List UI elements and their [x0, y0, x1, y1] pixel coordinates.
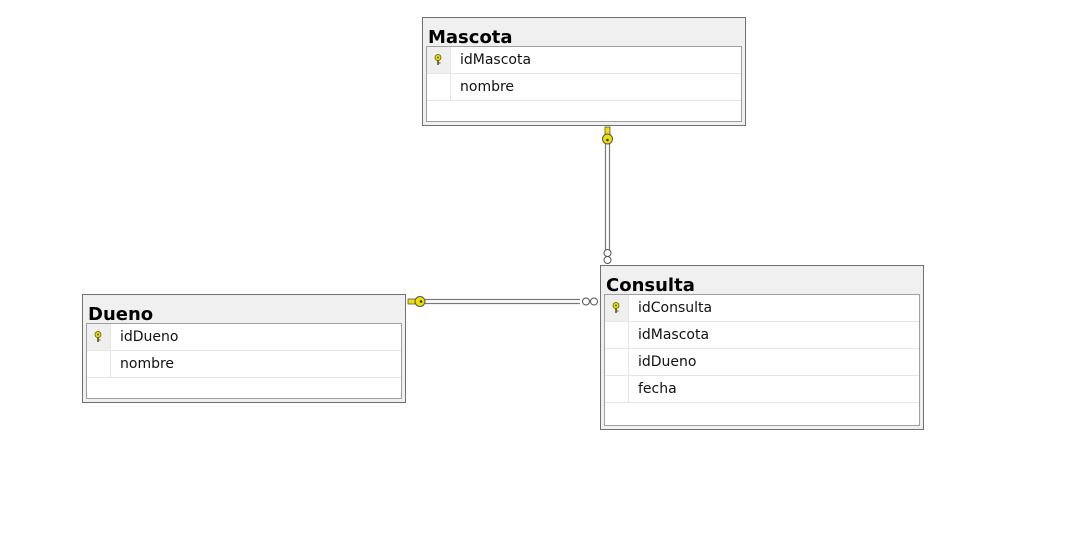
relationship-mascota-consulta[interactable] — [602, 126, 613, 264]
table-title: Dueno — [88, 304, 154, 325]
column-row[interactable]: idDueno — [87, 324, 401, 351]
column-name: idMascota — [638, 327, 710, 343]
table-consulta[interactable]: Consulta idConsulta idMascota idDueno fe… — [600, 265, 924, 430]
column-name: idConsulta — [638, 300, 713, 316]
gutter — [605, 349, 629, 375]
table-mascota[interactable]: Mascota idMascota nombre — [422, 17, 746, 126]
gutter — [427, 47, 451, 73]
table-body: idDueno nombre — [86, 323, 402, 399]
empty-row — [87, 378, 401, 402]
column-name: idDueno — [120, 329, 179, 345]
column-row[interactable]: idDueno — [605, 349, 919, 376]
table-body: idMascota nombre — [426, 46, 742, 122]
column-name: idMascota — [460, 52, 532, 68]
infinity-icon — [603, 249, 612, 264]
key-icon — [407, 296, 426, 307]
empty-row — [605, 403, 919, 427]
column-name: nombre — [460, 79, 515, 95]
column-row[interactable]: idMascota — [605, 322, 919, 349]
primary-key-icon — [94, 331, 102, 342]
table-title: Mascota — [428, 27, 513, 48]
table-title: Consulta — [606, 275, 695, 296]
table-dueno[interactable]: Dueno idDueno nombre — [82, 294, 406, 403]
column-name: idDueno — [638, 354, 697, 370]
key-icon — [602, 126, 613, 145]
table-body: idConsulta idMascota idDueno fecha — [604, 294, 920, 426]
column-row[interactable]: fecha — [605, 376, 919, 403]
primary-key-icon — [434, 54, 442, 65]
primary-key-icon — [612, 302, 620, 313]
infinity-icon — [582, 297, 598, 306]
column-row[interactable]: idMascota — [427, 47, 741, 74]
column-row[interactable]: nombre — [427, 74, 741, 101]
column-row[interactable]: idConsulta — [605, 295, 919, 322]
column-name: nombre — [120, 356, 175, 372]
gutter — [605, 295, 629, 321]
empty-row — [427, 101, 741, 125]
column-name: fecha — [638, 381, 677, 397]
column-row[interactable]: nombre — [87, 351, 401, 378]
gutter — [605, 376, 629, 402]
gutter — [87, 351, 111, 377]
gutter — [427, 74, 451, 100]
gutter — [87, 324, 111, 350]
gutter — [605, 322, 629, 348]
relationship-dueno-consulta[interactable] — [407, 296, 598, 307]
